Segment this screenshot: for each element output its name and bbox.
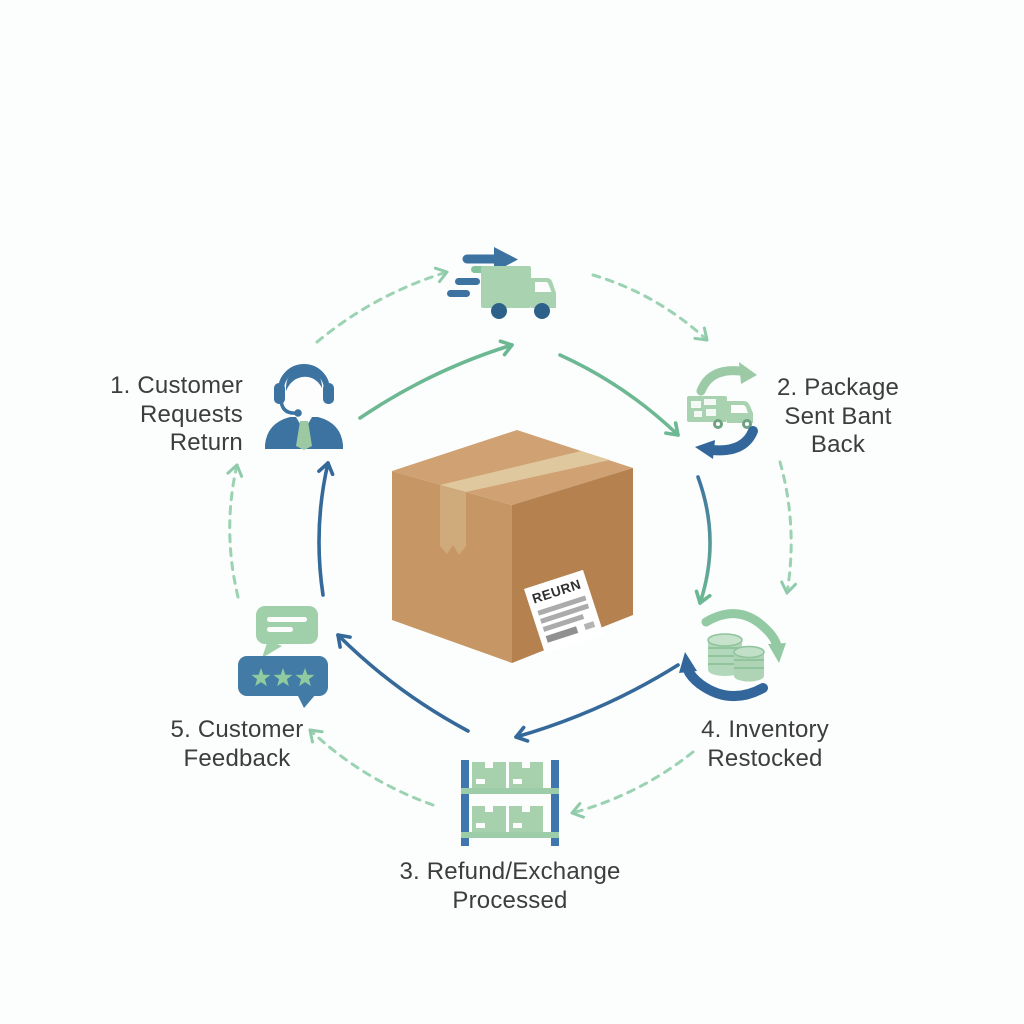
shelf-post-left	[461, 760, 469, 846]
restock-arc-green	[701, 609, 782, 651]
arrow-top-to-step2	[558, 353, 680, 437]
warehouse-shelf-icon	[461, 760, 559, 846]
box-tape-strip	[440, 451, 610, 492]
step-1-label: 1. Customer Requests Return	[110, 372, 243, 456]
box-left-face	[392, 471, 512, 663]
restock-arc-blue-head	[679, 652, 697, 673]
cargo-mark-3	[694, 411, 702, 417]
headset-band	[278, 364, 330, 391]
arrow-step5-to-step1	[317, 461, 335, 597]
feedback-bubble-green	[256, 606, 318, 658]
truck-wheel-rear	[491, 303, 507, 319]
headset-earcup-right	[323, 383, 334, 404]
arrow-step2-to-step4	[694, 475, 712, 605]
arrow-step3-to-step5	[336, 633, 470, 733]
agent-hair	[285, 368, 322, 391]
cargo-mark-2	[704, 399, 716, 405]
customer-support-agent-icon	[265, 364, 343, 450]
restock-arc-blue	[683, 665, 768, 702]
step-4-label: 4. Inventory Restocked	[701, 716, 829, 772]
cycle-arc-green-head	[739, 362, 757, 384]
wheel-hub-1	[716, 422, 720, 426]
speed-arrow-head	[494, 247, 518, 272]
cargo-mark-1	[691, 401, 701, 408]
return-label: REURN	[524, 569, 604, 654]
dashed-arrow-step1-to-truck	[315, 266, 449, 344]
outer-dashed-arrows	[226, 266, 798, 819]
arrow-step1-to-top	[358, 339, 514, 420]
shelf-board-bottom	[461, 832, 559, 838]
truck-wheel-front	[534, 303, 550, 319]
shelf-box-1	[472, 762, 506, 788]
headset-mic-arm	[279, 398, 298, 415]
star-icon	[251, 668, 271, 687]
star-icon	[273, 668, 293, 687]
speed-line-blue-2	[447, 290, 470, 297]
shelf-box-4	[509, 806, 543, 832]
restock-arc-green-head	[768, 643, 786, 663]
coins-restock-cycle-icon	[679, 609, 786, 702]
step-3-label: 3. Refund/Exchange Processed	[399, 858, 621, 914]
cycle-arc-green	[696, 366, 745, 396]
dashed-arrow-step4-to-step3	[570, 750, 695, 819]
speed-line-blue-1	[455, 278, 480, 285]
small-truck-window	[731, 405, 748, 413]
headset-mic	[294, 409, 302, 417]
truck-window	[535, 282, 552, 292]
step-2-label: 2. Package Sent Bant Back	[776, 374, 900, 458]
truck-return-cycle-icon	[687, 362, 758, 459]
coin-stack-right	[733, 645, 765, 682]
wheel-hub-2	[745, 422, 749, 426]
cargo-mark-4	[706, 409, 716, 416]
shelf-post-right	[551, 760, 559, 846]
arrow-step4-to-step3	[514, 663, 680, 743]
truck-body	[481, 266, 531, 308]
feedback-bubble-stars	[238, 656, 328, 708]
agent-tie	[296, 421, 312, 450]
dashed-arrow-truck-to-step2	[591, 273, 709, 342]
dashed-arrow-step2-to-step4	[778, 460, 798, 595]
headset-earcup-left	[274, 383, 285, 404]
shelf-box-2	[509, 762, 543, 788]
step-5-label: 5. Customer Feedback	[170, 716, 304, 772]
star-icon	[295, 668, 315, 687]
cycle-arc-blue	[707, 426, 758, 456]
dashed-arrow-step5-to-step1	[226, 463, 244, 599]
dashed-arrow-step3-to-step5	[308, 728, 435, 807]
inner-solid-arrows	[317, 339, 712, 743]
shelf-box-3	[472, 806, 506, 832]
box-tape-hanging	[440, 485, 466, 555]
cardboard-return-box: REURN	[392, 430, 633, 663]
cycle-arc-blue-head	[695, 440, 715, 459]
feedback-speech-bubbles-icon	[238, 606, 328, 708]
shelf-board-top	[461, 788, 559, 794]
fast-delivery-truck-icon	[447, 247, 556, 319]
agent-head	[285, 371, 323, 409]
